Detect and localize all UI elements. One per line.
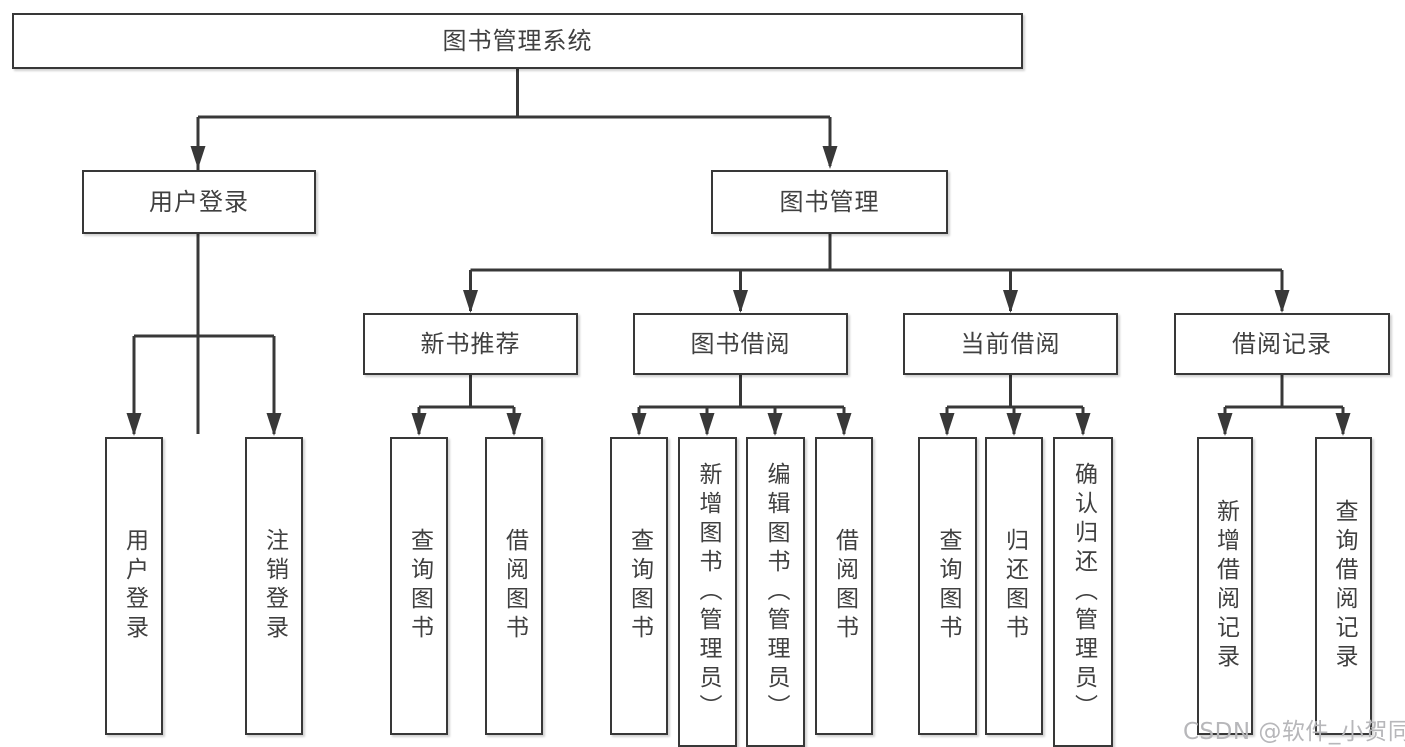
leaf-query-books-3: 查询图书	[918, 437, 977, 735]
node-new-book-recommend: 新书推荐	[363, 313, 578, 375]
connector-records-subtree	[1223, 375, 1345, 434]
leaf-borrow-books-2: 借阅图书	[815, 437, 873, 735]
node-user-login: 用户登录	[82, 170, 316, 234]
leaf-label: 新增借阅记录	[1212, 499, 1239, 673]
leaf-label: 查询借阅记录	[1331, 499, 1357, 673]
arrow-down-icon	[822, 146, 838, 169]
leaf-query-books-2: 查询图书	[610, 437, 668, 735]
leaf-query-borrow-record: 查询借阅记录	[1315, 437, 1372, 735]
leaf-label: 确认归还（管理员）	[1070, 461, 1097, 723]
node-book-management: 图书管理	[711, 170, 948, 234]
node-book-borrowing: 图书借阅	[633, 313, 848, 375]
arrow-down-icon	[506, 413, 522, 436]
node-borrowing-records: 借阅记录	[1174, 313, 1390, 375]
arrow-down-icon	[463, 290, 478, 313]
connector-root-branch	[196, 117, 832, 166]
arrow-down-icon	[190, 146, 206, 169]
watermark: CSDN @软件_小贺同学	[1183, 719, 1405, 745]
arrow-down-icon	[631, 413, 647, 436]
node-current-borrowing: 当前借阅	[903, 313, 1118, 375]
arrow-down-icon	[939, 413, 955, 436]
leaf-label: 用户登录	[121, 528, 148, 644]
arrow-down-icon	[1274, 290, 1290, 313]
leaf-user-login: 用户登录	[105, 437, 163, 735]
arrow-down-icon	[1075, 413, 1091, 436]
arrow-down-icon	[411, 413, 427, 436]
arrow-down-icon	[1335, 413, 1351, 436]
arrow-down-icon	[733, 290, 748, 313]
arrow-down-icon	[126, 413, 142, 436]
leaf-edit-books-admin: 编辑图书（管理员）	[746, 437, 805, 747]
connector-newbooks-subtree	[417, 375, 516, 434]
arrow-down-icon	[767, 413, 783, 436]
leaf-label: 注销登录	[261, 528, 288, 644]
arrow-down-icon	[1006, 413, 1022, 436]
leaf-logout: 注销登录	[245, 437, 303, 735]
connector-bookmgmt-to-level3	[469, 234, 1284, 311]
arrow-down-icon	[266, 413, 282, 436]
arrow-down-icon	[836, 413, 852, 436]
leaf-borrow-books-1: 借阅图书	[485, 437, 543, 735]
leaf-label: 借阅图书	[831, 528, 858, 644]
leaf-label: 新增图书（管理员）	[695, 461, 721, 723]
leaf-label: 查询图书	[935, 528, 961, 644]
leaf-confirm-return-admin: 确认归还（管理员）	[1053, 437, 1113, 747]
leaf-add-books-admin: 新增图书（管理员）	[678, 437, 737, 747]
node-root-system: 图书管理系统	[12, 13, 1023, 69]
leaf-label: 查询图书	[626, 528, 653, 644]
arrow-down-icon	[1217, 413, 1233, 436]
connector-current-subtree	[945, 375, 1085, 434]
connector-root-to-level2	[196, 69, 832, 434]
leaf-label: 编辑图书（管理员）	[763, 461, 789, 723]
connector-userlogin-subtree	[132, 234, 276, 434]
leaf-query-books-1: 查询图书	[390, 437, 448, 735]
leaf-label: 借阅图书	[501, 528, 528, 644]
leaf-add-borrow-record: 新增借阅记录	[1197, 437, 1253, 735]
connector-borrowing-subtree	[637, 375, 846, 434]
leaf-return-books: 归还图书	[985, 437, 1043, 735]
arrow-down-icon	[1003, 290, 1018, 313]
leaf-label: 查询图书	[406, 528, 433, 644]
arrow-down-icon	[699, 413, 715, 436]
leaf-label: 归还图书	[1001, 528, 1028, 644]
